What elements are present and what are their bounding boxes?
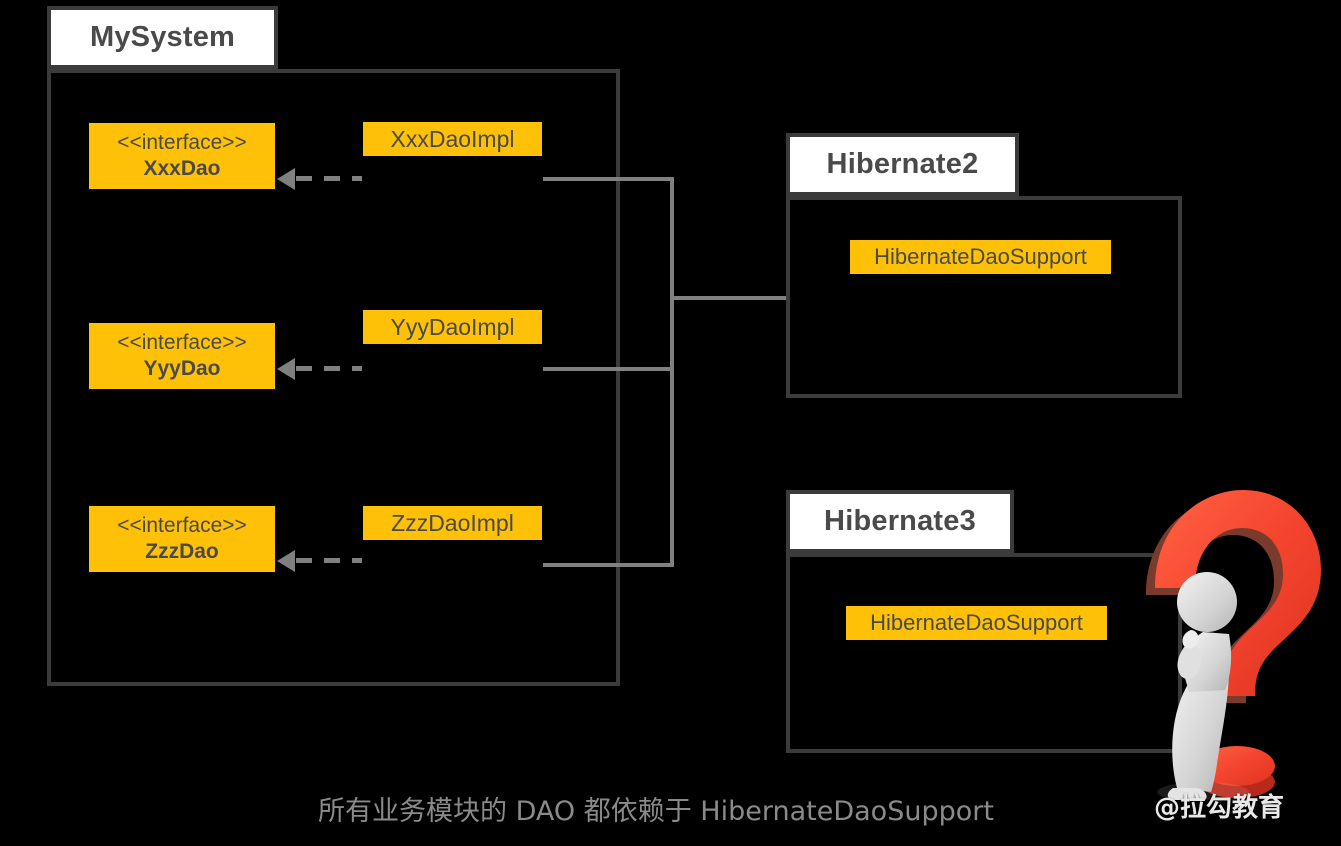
- package-hibernate2-body: [786, 196, 1182, 398]
- package-mysystem-tab: MySystem: [47, 6, 278, 69]
- figure-arm: [1177, 644, 1202, 679]
- class-name-label: YyyDaoImpl: [390, 313, 515, 340]
- realization-dash-yyy: [296, 366, 362, 371]
- class-box-hibernatedaosupport-h2[interactable]: HibernateDaoSupport: [850, 240, 1111, 274]
- question-mark-illustration: [1125, 470, 1341, 802]
- class-box-yyydaoimpl[interactable]: YyyDaoImpl: [363, 310, 542, 344]
- figure-foot: [1167, 788, 1207, 800]
- class-box-xxxdao[interactable]: <<interface>> XxxDao: [89, 123, 275, 189]
- figure-legs: [1172, 664, 1229, 792]
- figure-head: [1177, 572, 1237, 632]
- class-box-yyydao[interactable]: <<interface>> YyyDao: [89, 323, 275, 389]
- question-mark-svg: [1146, 490, 1321, 802]
- class-box-zzzdaoimpl[interactable]: ZzzDaoImpl: [363, 506, 542, 540]
- realization-arrowhead-yyy: [277, 358, 295, 380]
- dependency-branch-yyy: [543, 367, 674, 371]
- question-mark-hook: [1155, 490, 1321, 696]
- class-name-label: HibernateDaoSupport: [874, 243, 1087, 269]
- stereotype-label: <<interface>>: [117, 331, 247, 355]
- watermark-text: @拉勾教育: [1154, 793, 1285, 823]
- figure-hand: [1182, 630, 1199, 649]
- class-box-zzzdao[interactable]: <<interface>> ZzzDao: [89, 506, 275, 572]
- package-hibernate3-tab: Hibernate3: [786, 490, 1014, 553]
- package-hibernate3-title: Hibernate3: [824, 505, 976, 537]
- realization-arrowhead-xxx: [277, 168, 295, 190]
- class-name-label: HibernateDaoSupport: [870, 609, 1083, 635]
- stereotype-label: <<interface>>: [117, 131, 247, 155]
- package-hibernate2-tab: Hibernate2: [786, 133, 1019, 196]
- class-name-label: YyyDao: [143, 357, 221, 380]
- dependency-trunk-to-hibernate2: [670, 296, 832, 300]
- realization-dash-zzz: [296, 558, 362, 563]
- class-box-hibernatedaosupport-h3[interactable]: HibernateDaoSupport: [846, 606, 1107, 640]
- class-name-label: ZzzDao: [145, 540, 219, 563]
- caption-text: 所有业务模块的 DAO 都依赖于 HibernateDaoSupport: [318, 796, 994, 827]
- dependency-branch-xxx: [543, 177, 674, 181]
- dependency-branch-zzz: [543, 563, 674, 567]
- class-name-label: XxxDao: [143, 157, 221, 180]
- dependency-bus-vertical: [670, 177, 674, 567]
- class-name-label: ZzzDaoImpl: [391, 509, 514, 536]
- realization-arrowhead-zzz: [277, 550, 295, 572]
- class-name-label: XxxDaoImpl: [390, 125, 515, 152]
- package-hibernate2-title: Hibernate2: [826, 148, 979, 180]
- stereotype-label: <<interface>>: [117, 514, 247, 538]
- package-hibernate3-body: [786, 553, 1182, 753]
- class-box-xxxdaoimpl[interactable]: XxxDaoImpl: [363, 122, 542, 156]
- package-mysystem-title: MySystem: [89, 21, 236, 53]
- realization-dash-xxx: [296, 176, 362, 181]
